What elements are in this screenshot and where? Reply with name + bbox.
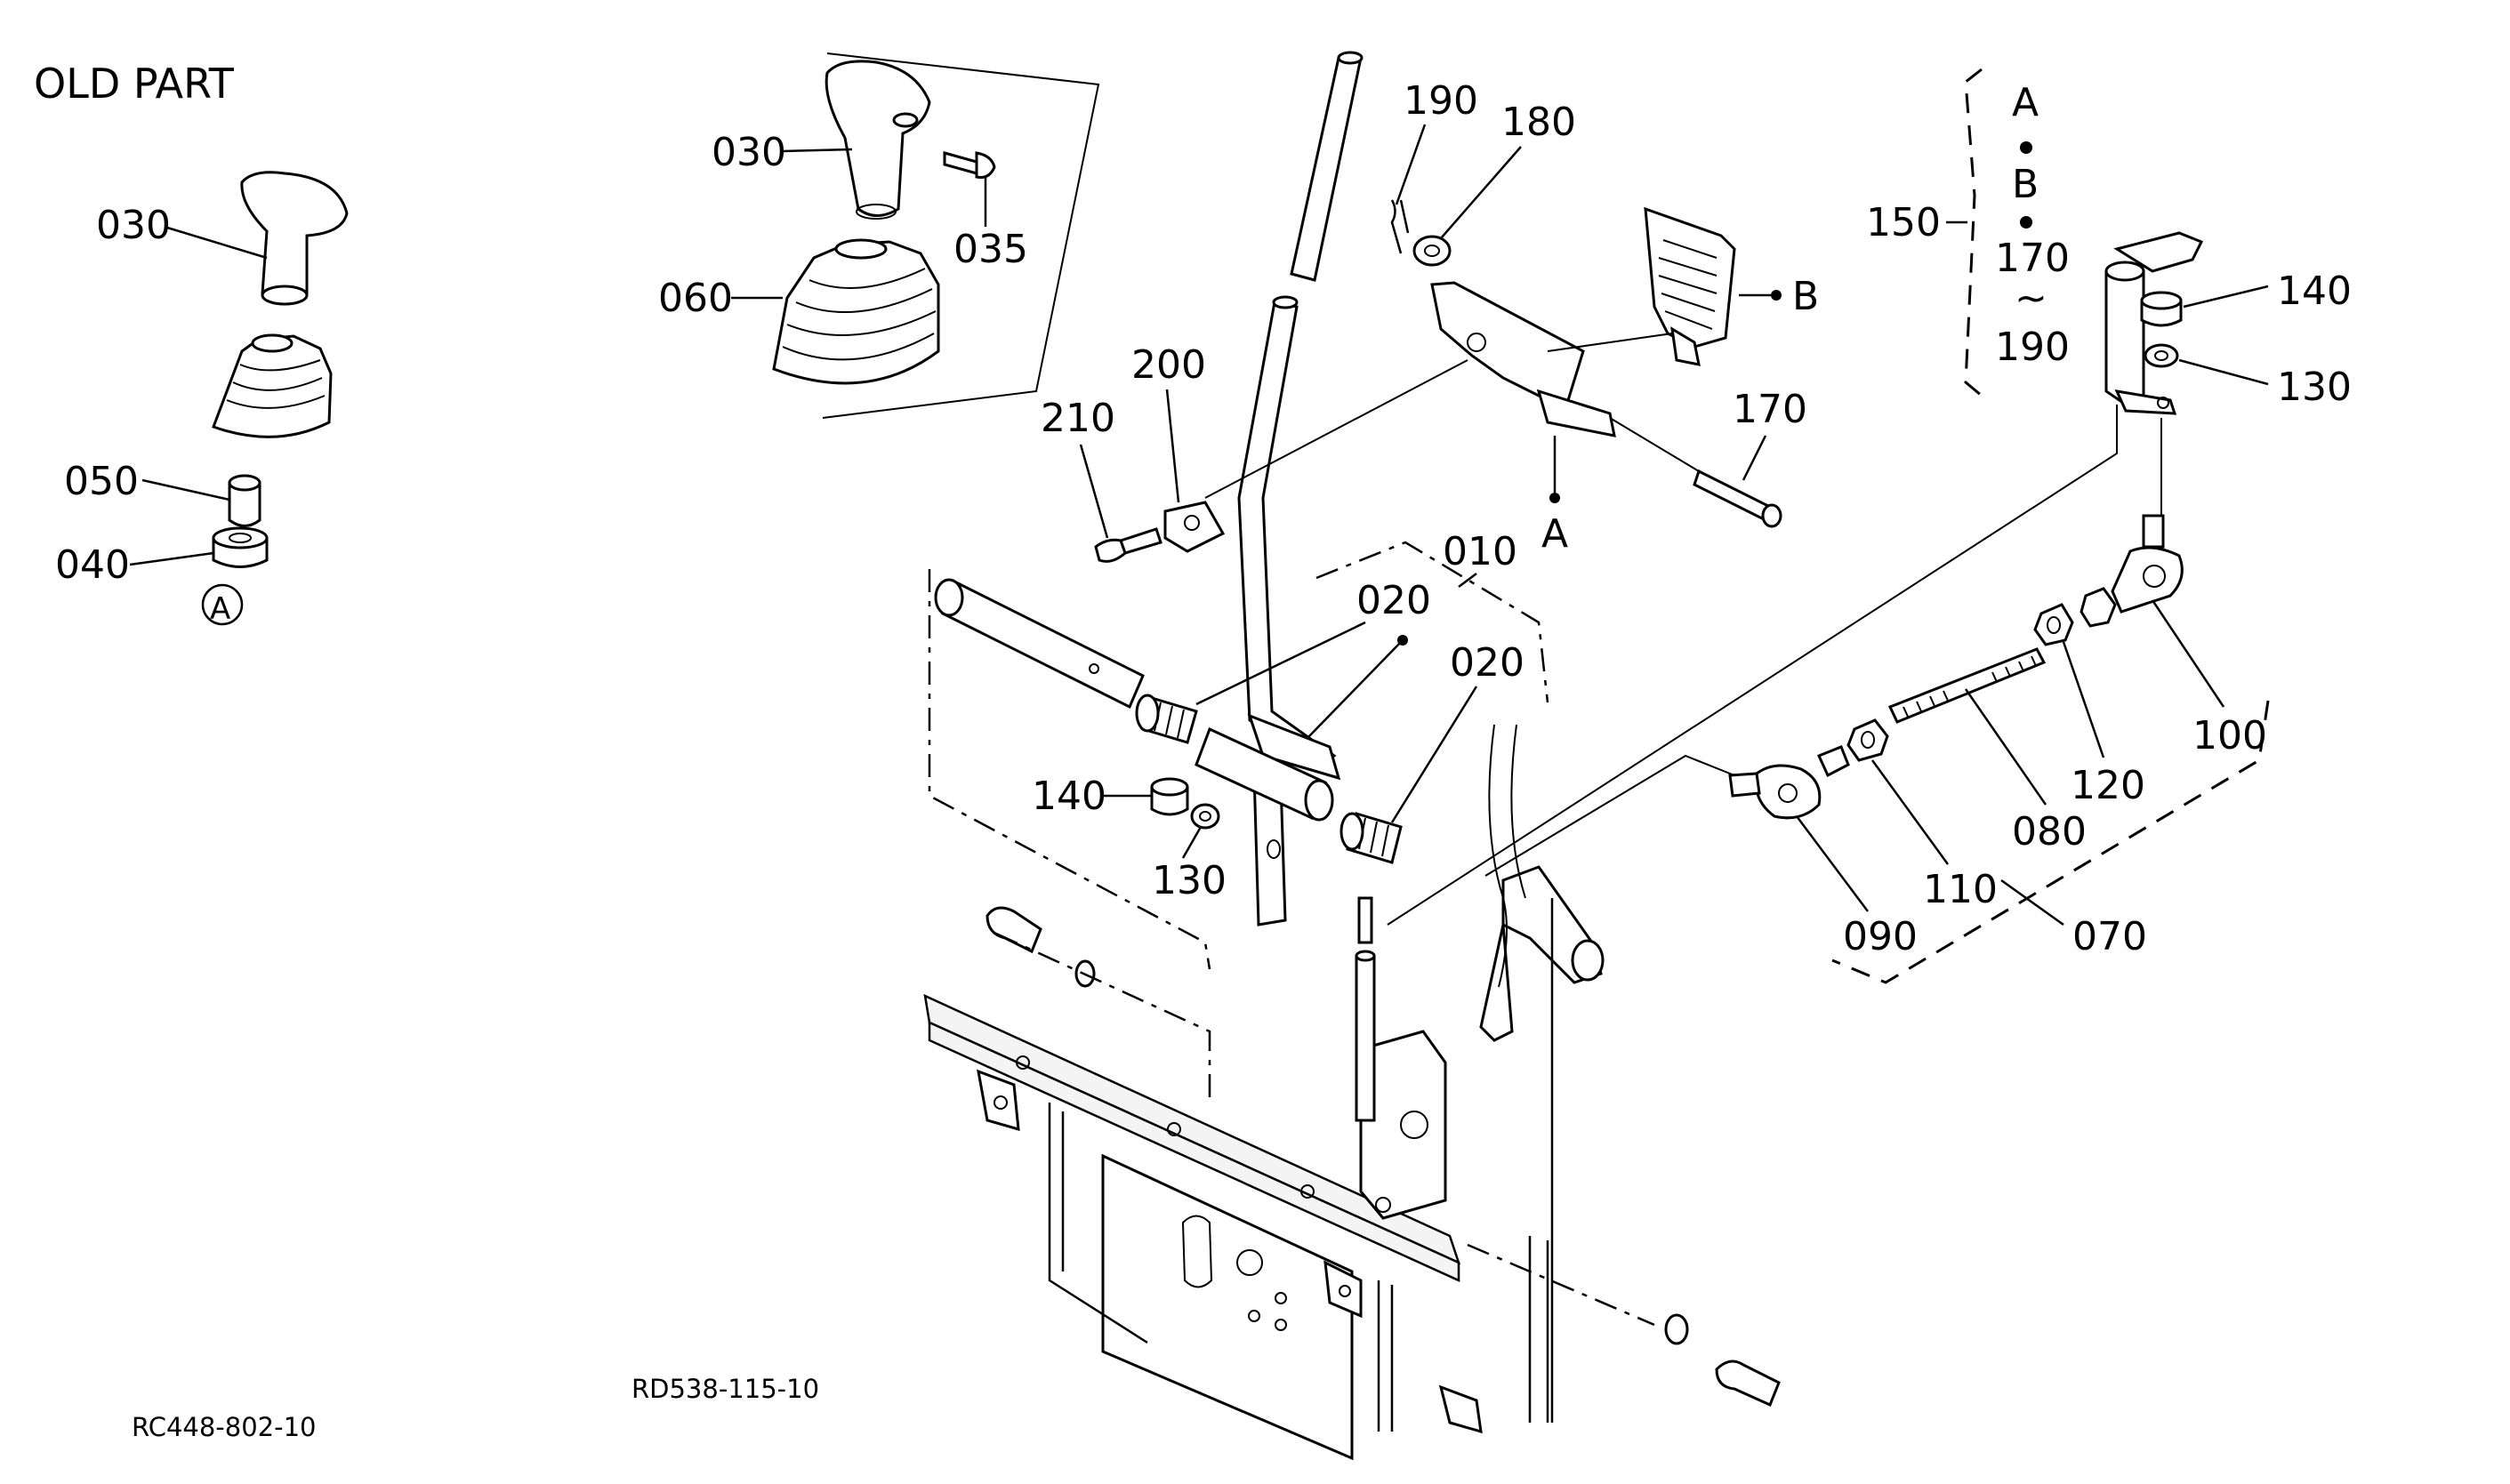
callout-150: 150: [1866, 200, 1941, 245]
side-bracket: [1479, 865, 1605, 1042]
callout-110: 110: [1923, 867, 1998, 912]
callout-035: 035: [953, 227, 1028, 272]
washer-130-right: [2144, 343, 2179, 368]
bracket: [1430, 281, 1616, 437]
nut-120: [2033, 603, 2074, 646]
old-label-050: 050: [64, 459, 139, 504]
group-150-bracket: [1964, 68, 1983, 397]
group-150-top: A: [2012, 80, 2039, 125]
group-150-n1: 170: [1995, 236, 2070, 281]
callout-210: 210: [1041, 396, 1115, 441]
pivot-shaft: [934, 578, 1145, 710]
code-left: RC448-802-10: [132, 1412, 317, 1442]
boot-060: [772, 238, 940, 385]
frame-legs: [1048, 1103, 1549, 1432]
group-010-dashline: [1315, 541, 1549, 703]
bolt-dashline-right: [1467, 1243, 1655, 1327]
callout-020-b: 020: [1450, 640, 1525, 686]
callout-100: 100: [2192, 713, 2267, 758]
callout-070: 070: [2072, 914, 2147, 959]
marker-a-dot: [1549, 493, 1560, 503]
callout-010: 010: [1443, 529, 1517, 574]
old-knob: [240, 171, 349, 306]
frame-body: [1101, 1153, 1354, 1461]
marker-b-dot: [1771, 290, 1782, 301]
bushing-020-left: [1135, 694, 1198, 744]
callout-080: 080: [2012, 809, 2087, 854]
clamp-200: [1163, 501, 1226, 553]
bell-crank: [2104, 231, 2204, 415]
nut-110: [1846, 718, 1889, 762]
marker-b: B: [1792, 274, 1819, 319]
callout-140-left: 140: [1032, 774, 1106, 819]
callout-090: 090: [1843, 914, 1918, 959]
callout-060: 060: [658, 276, 733, 321]
bolt-dashline: [995, 932, 1211, 1103]
ball-joint-100: [2111, 514, 2184, 614]
callout-200: 200: [1131, 342, 1206, 388]
ball-joint-090: [1728, 745, 1850, 820]
screw-035: [943, 151, 996, 179]
callout-120: 120: [2071, 763, 2145, 808]
pin-170: [1693, 469, 1782, 528]
ref-circle-a-text: A: [210, 591, 230, 627]
knob-030: [825, 60, 931, 220]
callout-140-right: 140: [2277, 269, 2352, 314]
group-150-n2: 190: [1995, 325, 2070, 370]
old-part-title: OLD PART: [34, 60, 235, 108]
callout-130-left: 130: [1152, 858, 1227, 903]
vertical-pin: [1355, 896, 1376, 1122]
callout-190: 190: [1404, 78, 1478, 124]
nut-140-right: [2140, 291, 2183, 327]
washer-130-left: [1190, 803, 1220, 830]
shift-lever-rod: [1237, 51, 1364, 766]
threaded-rod-080: [1887, 647, 2047, 724]
marker-a: A: [1541, 511, 1568, 557]
nut-140-left: [1150, 777, 1189, 816]
mount-brackets: [977, 1069, 1483, 1434]
group-150-mid: B: [2012, 162, 2039, 207]
old-collar-050: [228, 474, 261, 527]
old-nut-040: [212, 526, 269, 568]
washer-180: [1412, 235, 1452, 267]
cable-line: [1488, 724, 1508, 988]
nut-100-side: [2080, 587, 2117, 628]
callout-030: 030: [712, 130, 786, 175]
pin-190: [1390, 199, 1410, 254]
code-center: RD538-115-10: [632, 1374, 819, 1404]
group-070-bracket: [1831, 700, 2270, 984]
ref-circle-a: [201, 583, 244, 626]
bolt-210: [1094, 527, 1162, 563]
callout-170: 170: [1733, 387, 1807, 432]
frame-plate: [923, 993, 1461, 1282]
shaft-dashline: [928, 569, 1211, 970]
callout-130-right: 130: [2277, 365, 2352, 410]
group-150-tilde: ~: [2015, 276, 2047, 321]
bushing-020-right: [1339, 812, 1403, 864]
old-label-030: 030: [96, 203, 171, 248]
old-boot: [212, 333, 333, 438]
callout-180: 180: [1501, 100, 1576, 145]
pedal-b: [1644, 206, 1736, 366]
callout-020-a: 020: [1356, 578, 1431, 623]
old-label-040: 040: [55, 542, 130, 588]
support-block: [1359, 1030, 1447, 1220]
pivot-tube: [1195, 726, 1334, 822]
lever-arm: [1247, 713, 1341, 926]
